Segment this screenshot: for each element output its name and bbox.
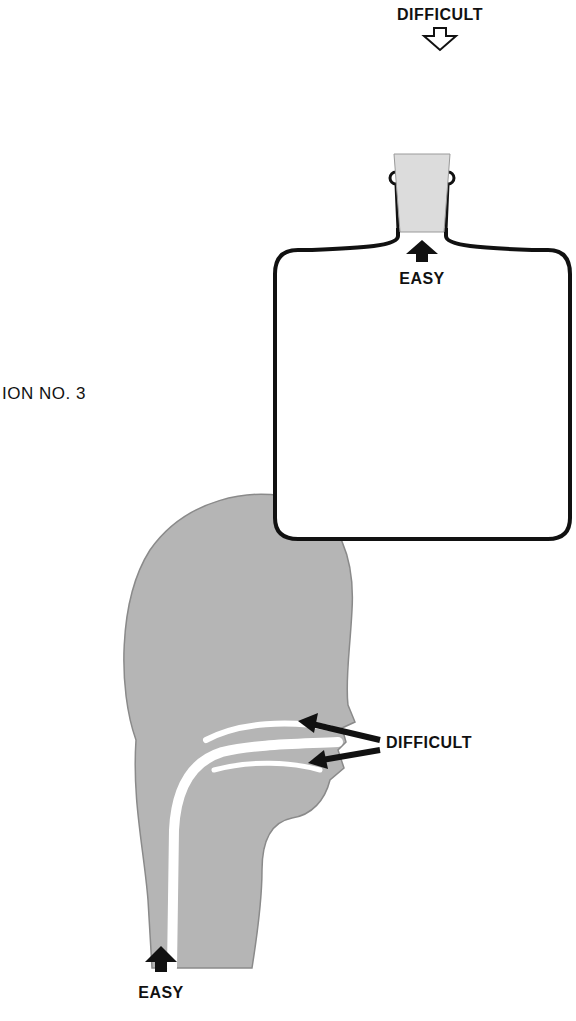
bottle-label: EASY	[399, 270, 445, 288]
cork	[394, 154, 450, 232]
annotation: DIFFICULT	[386, 734, 472, 752]
illustration-number: ION NO. 3	[2, 384, 86, 404]
vocal-tract	[172, 742, 338, 968]
annotation: EASY	[138, 984, 184, 1002]
bottle-outline	[272, 150, 574, 542]
filled-arrow	[145, 946, 177, 972]
arrow-head	[298, 713, 318, 733]
arrow-head	[308, 750, 328, 769]
mouth-arrow	[322, 750, 380, 760]
mouth-arrow	[312, 724, 380, 740]
annotation: DIFFICULT	[397, 6, 483, 24]
head-silhouette	[124, 494, 355, 968]
open-arrow	[424, 28, 456, 50]
filled-arrow	[406, 240, 438, 262]
bottle: EASY	[272, 150, 574, 542]
tongue	[214, 763, 320, 770]
bottle-body	[275, 228, 570, 539]
